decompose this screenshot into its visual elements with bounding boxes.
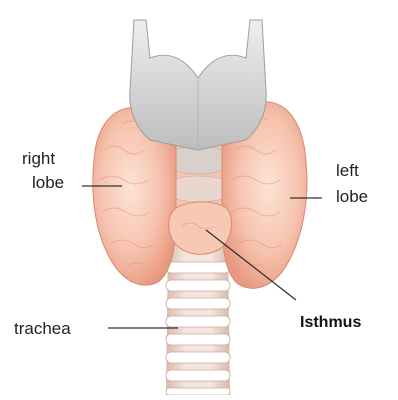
right-lobe-label-line2: lobe [32, 172, 64, 193]
left-lobe-label-line2: lobe [336, 186, 368, 207]
trachea [166, 240, 230, 395]
isthmus [169, 202, 232, 254]
left-lobe-label-line1: left [336, 160, 359, 181]
right-lobe-label-line1: right [22, 148, 55, 169]
isthmus-label: Isthmus [300, 312, 361, 333]
trachea-label: trachea [14, 318, 71, 339]
